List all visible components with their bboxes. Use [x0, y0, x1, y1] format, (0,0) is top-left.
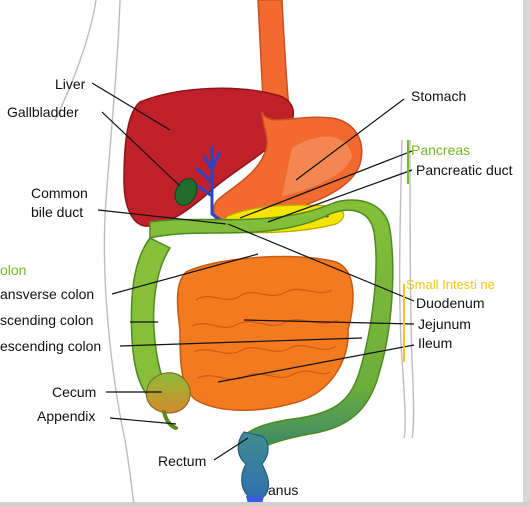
window-edge-bottom: [0, 502, 530, 506]
label-stomach: Stomach: [411, 88, 467, 104]
label-gallbladder: Gallbladder: [7, 104, 79, 120]
label-pancreas: Pancreas: [411, 142, 471, 158]
label-cecum: Cecum: [52, 384, 97, 400]
window-edge-right: [523, 0, 530, 506]
label-jejunum: Jejunum: [418, 316, 471, 332]
label-small-intestine: Small Intesti ne: [406, 277, 495, 292]
label-colon: olon: [0, 262, 27, 278]
label-descending-colon: escending colon: [0, 338, 102, 354]
body-outline: [54, 0, 415, 506]
label-duodenum: Duodenum: [416, 295, 485, 311]
label-pancreatic-duct: Pancreatic duct: [416, 162, 513, 178]
label-transverse-colon: ansverse colon: [0, 286, 95, 302]
cecum: [145, 372, 191, 414]
label-liver: Liver: [55, 76, 86, 92]
label-ileum: Ileum: [418, 335, 453, 351]
gallbladder: [174, 178, 198, 206]
leader-lines: [91, 82, 415, 461]
label-anus: anus: [268, 482, 299, 498]
label-common-bile-duct-line2: bile duct: [31, 204, 84, 220]
appendix: [162, 410, 178, 430]
label-ascending-colon: scending colon: [0, 312, 94, 328]
label-rectum: Rectum: [158, 453, 207, 469]
common-bile-duct: [195, 146, 233, 230]
small-intestine: [176, 255, 354, 411]
label-common-bile-duct-line1: Common: [31, 185, 88, 201]
label-appendix: Appendix: [37, 408, 96, 424]
